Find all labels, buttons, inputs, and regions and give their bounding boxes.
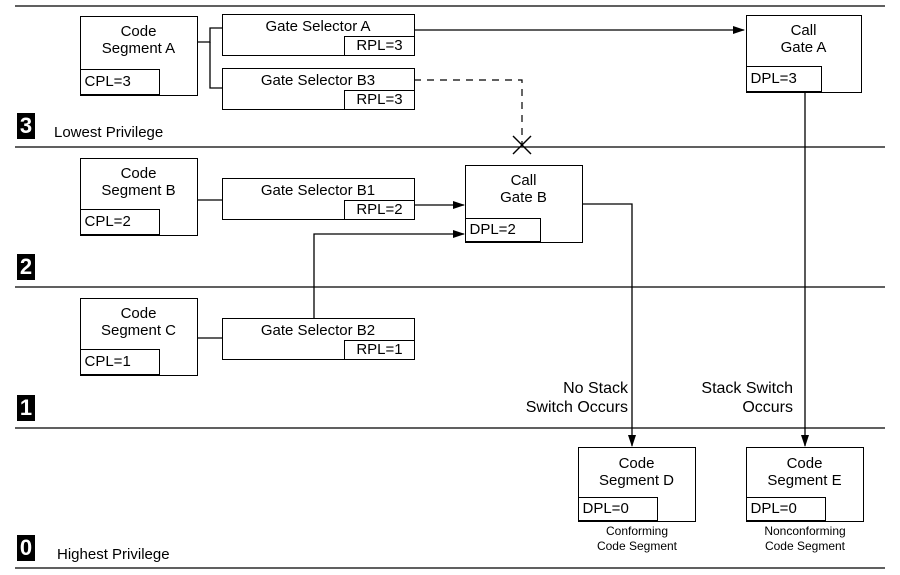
segment-e-dpl: DPL=0 (745, 497, 826, 521)
connector-a-selector-b3 (209, 42, 222, 89)
segment-d-caption-1: Conforming (605, 524, 669, 538)
gate-selector-b2: Gate Selector B2 RPL=1 (222, 318, 415, 360)
level-3-label: Lowest Privilege (54, 124, 164, 141)
level-0-number: 0 (17, 535, 35, 561)
segment-e-line2: Segment E (767, 472, 842, 489)
gate-b-dpl: DPL=2 (464, 218, 541, 242)
segment-a-line2: Segment A (101, 40, 176, 57)
segment-a-line1: Code (120, 23, 157, 40)
code-segment-c: Code Segment C CPL=1 (79, 298, 198, 376)
call-gate-b: Call Gate B DPL=2 (464, 165, 583, 243)
note-stack-line2: Occurs (742, 399, 793, 416)
segment-d-caption-2: Code Segment (596, 539, 678, 553)
gate-b-line2: Gate B (500, 189, 547, 206)
selector-b3-label: Gate Selector B3 (260, 72, 376, 89)
gate-a-line1: Call (790, 22, 817, 39)
gate-selector-b3: Gate Selector B3 RPL=3 (222, 68, 415, 110)
segment-c-line2: Segment C (100, 322, 177, 339)
segment-d-line2: Segment D (598, 472, 675, 489)
code-segment-d: Code Segment D DPL=0 (577, 447, 696, 522)
selector-a-rpl: RPL=3 (344, 36, 414, 55)
selector-b2-label: Gate Selector B2 (260, 322, 376, 339)
segment-d-line1: Code (618, 455, 655, 472)
segment-d-dpl: DPL=0 (577, 497, 658, 521)
note-no-stack-line1: No Stack (563, 380, 628, 397)
segment-c-cpl: CPL=1 (79, 349, 160, 375)
segment-b-line1: Code (120, 165, 157, 182)
code-segment-e: Code Segment E DPL=0 (745, 447, 864, 522)
segment-e-caption-1: Nonconforming (764, 524, 846, 538)
selector-b1-rpl: RPL=2 (344, 200, 414, 219)
note-stack-line1: Stack Switch (701, 380, 793, 397)
level-1-number: 1 (17, 395, 35, 421)
gate-b-line1: Call (510, 172, 537, 189)
code-segment-a: Code Segment A CPL=3 (79, 16, 198, 96)
gate-a-line2: Gate A (780, 39, 827, 56)
gate-selector-a: Gate Selector A RPL=3 (222, 14, 415, 56)
segment-a-cpl: CPL=3 (79, 69, 160, 95)
selector-b3-rpl: RPL=3 (344, 90, 414, 109)
segment-e-caption-2: Code Segment (764, 539, 846, 553)
gate-a-dpl: DPL=3 (745, 66, 822, 92)
segment-b-cpl: CPL=2 (79, 209, 160, 235)
blocked-x-mark (512, 135, 532, 155)
segment-b-line2: Segment B (101, 182, 176, 199)
selector-b1-label: Gate Selector B1 (260, 182, 376, 199)
level-0-label: Highest Privilege (57, 546, 170, 563)
connector-a-selector-a (196, 27, 222, 43)
arrow-selector-b2-to-gate-b (313, 230, 465, 318)
note-no-stack-line2: Switch Occurs (525, 399, 628, 416)
selector-b2-rpl: RPL=1 (344, 340, 414, 359)
segment-e-line1: Code (786, 455, 823, 472)
selector-a-label: Gate Selector A (265, 18, 371, 35)
segment-c-line1: Code (120, 305, 157, 322)
dashed-selector-b3-to-gate-b (414, 79, 523, 144)
level-3-number: 3 (17, 113, 35, 139)
gate-selector-b1: Gate Selector B1 RPL=2 (222, 178, 415, 220)
arrow-gate-b-to-segment-d (582, 203, 636, 447)
level-2-number: 2 (17, 254, 35, 280)
call-gate-a: Call Gate A DPL=3 (745, 15, 862, 93)
code-segment-b: Code Segment B CPL=2 (79, 158, 198, 236)
